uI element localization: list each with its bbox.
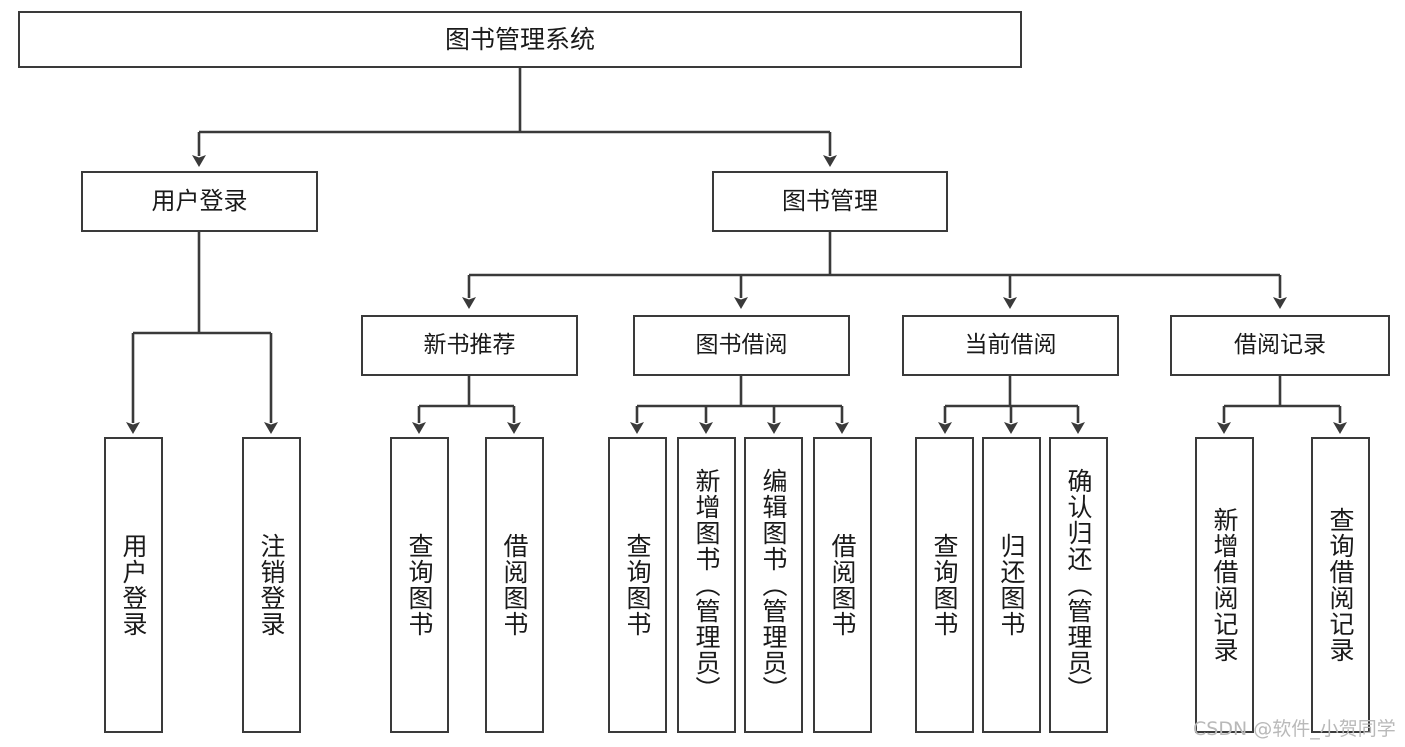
leaf-recommend-borrow-book[interactable]: 借阅图书 [485,437,544,733]
leaf-borrow-borrow-book[interactable]: 借阅图书 [813,437,872,733]
node-label: 借阅图书 [500,533,529,637]
leaf-current-confirm-return-admin[interactable]: 确认归还（管理员） [1049,437,1108,733]
node-label: 借阅图书 [828,533,857,637]
node-user-login[interactable]: 用户登录 [81,171,318,232]
node-label: 新增借阅记录 [1210,507,1239,663]
leaf-user-login[interactable]: 用户登录 [104,437,163,733]
node-label: 注销登录 [257,533,286,637]
node-label: 图书管理 [782,187,878,216]
node-label: 查询借阅记录 [1326,507,1355,663]
node-label: 查询图书 [623,533,652,637]
node-label: 归还图书 [997,533,1026,637]
leaf-record-add-record[interactable]: 新增借阅记录 [1195,437,1254,733]
node-label: 确认归还（管理员） [1064,468,1093,702]
node-root-system[interactable]: 图书管理系统 [18,11,1022,68]
node-new-book-recommend[interactable]: 新书推荐 [361,315,578,376]
leaf-logout[interactable]: 注销登录 [242,437,301,733]
node-label: 图书借阅 [695,331,788,358]
node-label: 新增图书（管理员） [692,468,721,702]
node-borrow-record[interactable]: 借阅记录 [1170,315,1390,376]
node-current-borrow[interactable]: 当前借阅 [902,315,1119,376]
leaf-borrow-add-book-admin[interactable]: 新增图书（管理员） [677,437,736,733]
node-book-borrow[interactable]: 图书借阅 [633,315,850,376]
node-label: 查询图书 [405,533,434,637]
leaf-borrow-query-book[interactable]: 查询图书 [608,437,667,733]
node-label: 查询图书 [930,533,959,637]
leaf-current-query-book[interactable]: 查询图书 [915,437,974,733]
leaf-current-return-book[interactable]: 归还图书 [982,437,1041,733]
node-label: 用户登录 [119,533,148,637]
node-label: 新书推荐 [423,331,516,358]
leaf-recommend-query-book[interactable]: 查询图书 [390,437,449,733]
watermark-text: CSDN @软件_小贺同学 [1193,718,1396,740]
node-book-management[interactable]: 图书管理 [712,171,948,232]
node-label: 当前借阅 [964,331,1057,358]
node-label: 借阅记录 [1234,331,1326,358]
leaf-borrow-edit-book-admin[interactable]: 编辑图书（管理员） [744,437,803,733]
node-label: 用户登录 [151,187,248,216]
node-label: 图书管理系统 [444,24,595,54]
leaf-record-query-record[interactable]: 查询借阅记录 [1311,437,1370,733]
node-label: 编辑图书（管理员） [759,468,788,702]
